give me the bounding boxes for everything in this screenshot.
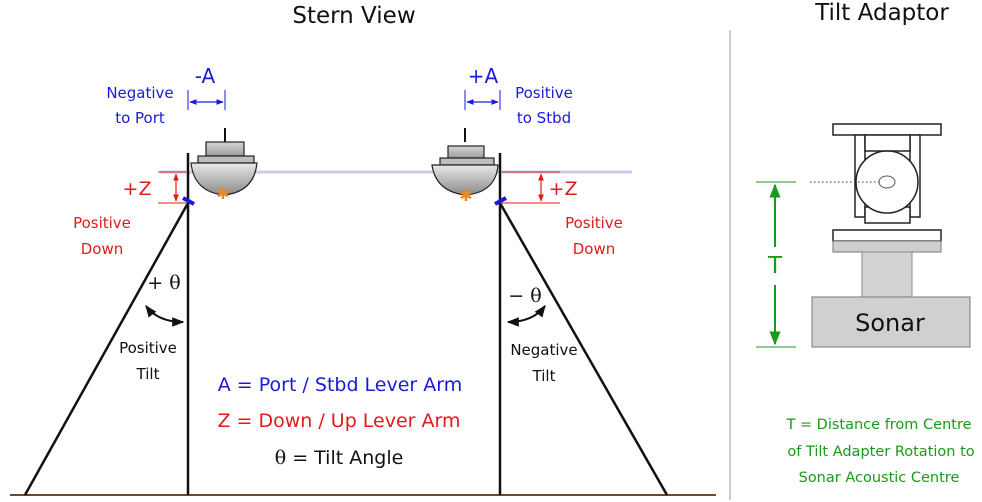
left-deck [197,155,255,164]
left-propeller-icon: ✱ [216,184,229,203]
right-tilt-arrow [506,305,546,327]
left-a-desc-1: Negative [106,84,173,102]
adaptor-bottom-plate [832,229,942,242]
t-label: T [767,253,783,279]
t-note-line-1: T = Distance from Centre [785,417,971,433]
right-hull [431,164,499,196]
right-angle-label: − θ [508,285,541,307]
adaptor-top-plate [832,123,942,136]
t-note-line-2: of Tilt Adapter Rotation to [787,444,974,460]
legend-a-definition: A = Port / Stbd Lever Arm [218,374,463,396]
left-angle-label: + θ [147,272,180,294]
stern-view-title: Stern View [292,3,415,29]
theta-symbol: θ [275,447,286,469]
left-sonar-mark [182,196,195,206]
right-tilt-desc-2: Tilt [532,367,556,385]
theta-definition-text: = Tilt Angle [286,447,403,469]
right-swath-edge [498,202,669,496]
right-deck [439,157,495,166]
right-wheelhouse [447,145,485,159]
sonar-head [811,296,971,348]
right-vessel: ✱ [431,128,499,205]
right-propeller-icon: ✱ [459,186,472,205]
left-hull [190,162,258,196]
legend-z-definition: Z = Down / Up Lever Arm [217,410,460,432]
left-a-label: -A [195,64,216,88]
tilt-adaptor-title: Tilt Adaptor [814,0,949,26]
left-z-desc-2: Down [81,240,124,258]
right-tilt-desc-1: Negative [510,341,577,359]
sonar-label: Sonar [855,309,925,337]
left-z-desc-1: Positive [73,214,131,232]
right-a-desc-1: Positive [515,84,573,102]
left-tilt-desc-1: Positive [119,339,177,357]
left-vessel: ✱ [190,128,258,203]
left-wheelhouse [205,141,245,157]
right-sonar-mark [494,196,507,206]
right-a-desc-2: to Stbd [517,109,571,127]
left-tilt-desc-2: Tilt [136,365,160,383]
left-tilt-arrow [145,305,185,327]
t-note-line-3: Sonar Acoustic Centre [799,470,960,486]
adaptor-upper-bar [864,134,911,152]
right-z-desc-1: Positive [565,214,623,232]
adaptor-rotation-disc [855,150,919,214]
adaptor-flange [832,240,942,253]
left-z-label: +Z [123,178,152,200]
right-z-label: +Z [549,178,578,200]
right-z-desc-2: Down [573,240,616,258]
left-swath-edge [23,202,190,496]
legend-theta-definition: θ = Tilt Angle [275,447,404,469]
left-a-desc-2: to Port [115,109,165,127]
adaptor-neck [861,251,913,298]
tilt-adaptor-drawing [810,123,971,348]
right-a-label: +A [468,64,499,88]
